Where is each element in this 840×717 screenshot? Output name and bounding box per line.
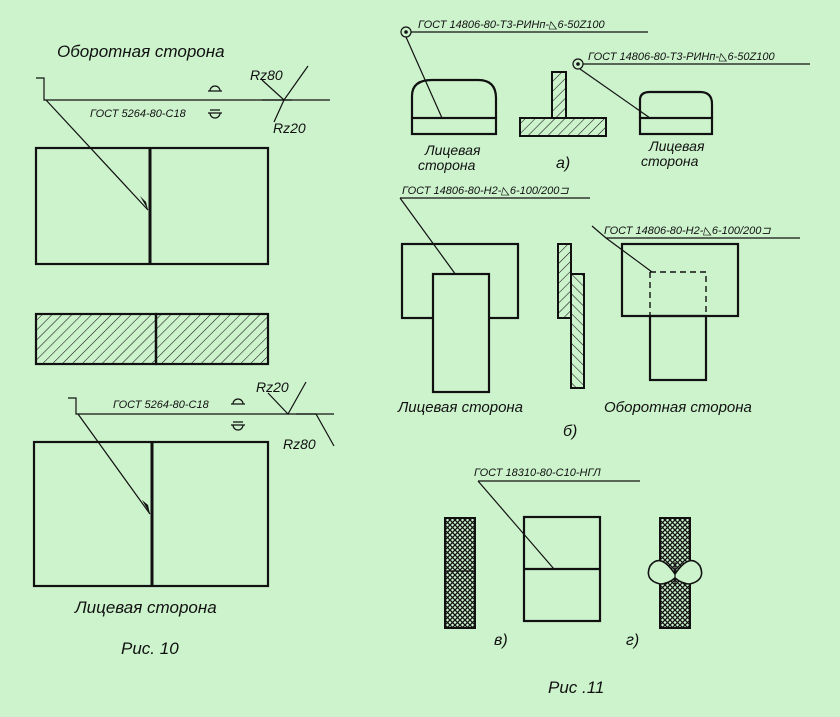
fig10-top-gost: ГОСТ 5264-80-С18 (90, 108, 187, 120)
fig11b-section-hatched (557, 243, 585, 389)
fig11a-left-plate (410, 116, 498, 136)
fig10-caption: Рис. 10 (121, 639, 179, 658)
fig11b-gost-2: ГОСТ 14806-80-Н2-◺6-100/200⊐ (604, 225, 771, 237)
fig11a-letter: а) (556, 155, 570, 172)
fig10-top-plates (34, 146, 270, 266)
fig11v-section-crosshatch (444, 517, 476, 629)
figure-10: Оборотная сторона ГОСТ 5264-80-С18 Rz80 … (32, 42, 335, 658)
fig11a-t-section-hatched (519, 71, 607, 137)
fig11b-right-outer-plate (620, 242, 740, 318)
fig10-top-rz-upper: Rz80 (250, 67, 283, 83)
fig11a-face-label-1-line1: Лицевая (424, 142, 481, 158)
fig11b-left-inner-plate (431, 272, 491, 394)
fig11a-right-plate (638, 116, 714, 136)
fig11a-right-weld-bead (638, 90, 714, 118)
fig10-bottom-arrowhead (142, 500, 150, 514)
figure-11a: ГОСТ 14806-80-Т3-РИНп-◺6-50Z100 Лицевая … (400, 19, 810, 173)
fig10-bottom-weld-symbol-lower (231, 421, 245, 431)
fig11v-gost: ГОСТ 18310-80-С10-НГЛ (474, 467, 601, 479)
fig10-bottom-reference-line (68, 397, 334, 415)
fig10-bottom-gost: ГОСТ 5264-80-С18 (113, 399, 210, 411)
fig11b-right-inner-plate (648, 314, 708, 382)
fig10-bottom-rz-upper: Rz20 (256, 379, 289, 395)
fig10-top-arrowhead (140, 196, 148, 210)
fig11b-back-label: Оборотная сторона (604, 399, 752, 416)
fig11a-face-label-1-line2: сторона (418, 157, 476, 173)
fig11a-gost-2: ГОСТ 14806-80-Т3-РИНп-◺6-50Z100 (588, 51, 775, 63)
figure-11g: г) (626, 517, 703, 649)
fig11a-leader-2 (579, 68, 651, 119)
figure-11b: ГОСТ 14806-80-Н2-◺6-100/200⊐ Лицевая сто… (397, 185, 800, 440)
fig11g-letter: г) (626, 632, 639, 649)
fig11a-gost-1: ГОСТ 14806-80-Т3-РИНп-◺6-50Z100 (418, 19, 605, 31)
fig11a-leader-1 (405, 36, 443, 119)
fig11b-front-label: Лицевая сторона (397, 399, 523, 416)
fig10-bottom-roughness-lower (296, 413, 335, 447)
fig11v-leader (477, 480, 555, 570)
fig11a-face-label-2-line2: сторона (641, 153, 699, 169)
fig10-bottom-leader-arrow (77, 413, 151, 515)
fig11b-gost-1: ГОСТ 14806-80-Н2-◺6-100/200⊐ (402, 185, 569, 197)
fig10-top-rz-lower: Rz20 (273, 120, 306, 136)
fig11v-letter: в) (494, 632, 508, 649)
fig10-section-hatched (34, 312, 270, 366)
fig10-top-weld-symbol-upper (208, 85, 222, 92)
fig11-caption: Рис .11 (548, 678, 604, 697)
fig11a-face-label-2-line1: Лицевая (648, 138, 705, 154)
fig11b-letter: б) (563, 423, 577, 440)
fig10-front-side-label: Лицевая сторона (74, 598, 217, 617)
fig10-bottom-roughness-upper (267, 381, 307, 416)
fig10-bottom-rz-lower: Rz80 (283, 436, 316, 452)
fig11b-leader-2 (591, 225, 653, 273)
fig11b-hidden-plate-edge (649, 271, 707, 316)
fig10-back-side-label: Оборотная сторона (57, 42, 225, 61)
fig10-top-leader-arrow (45, 99, 149, 211)
fig10-top-weld-symbol-lower (208, 109, 222, 119)
fig10-top-roughness-lower (262, 99, 292, 123)
figure-11v: ГОСТ 18310-80-С10-НГЛ в) (444, 467, 640, 649)
fig10-top-reference-line (36, 77, 330, 101)
fig11a-left-weld-bead (410, 78, 498, 118)
fig11b-leader-1 (399, 197, 457, 276)
fig10-bottom-weld-symbol-upper (231, 398, 245, 405)
